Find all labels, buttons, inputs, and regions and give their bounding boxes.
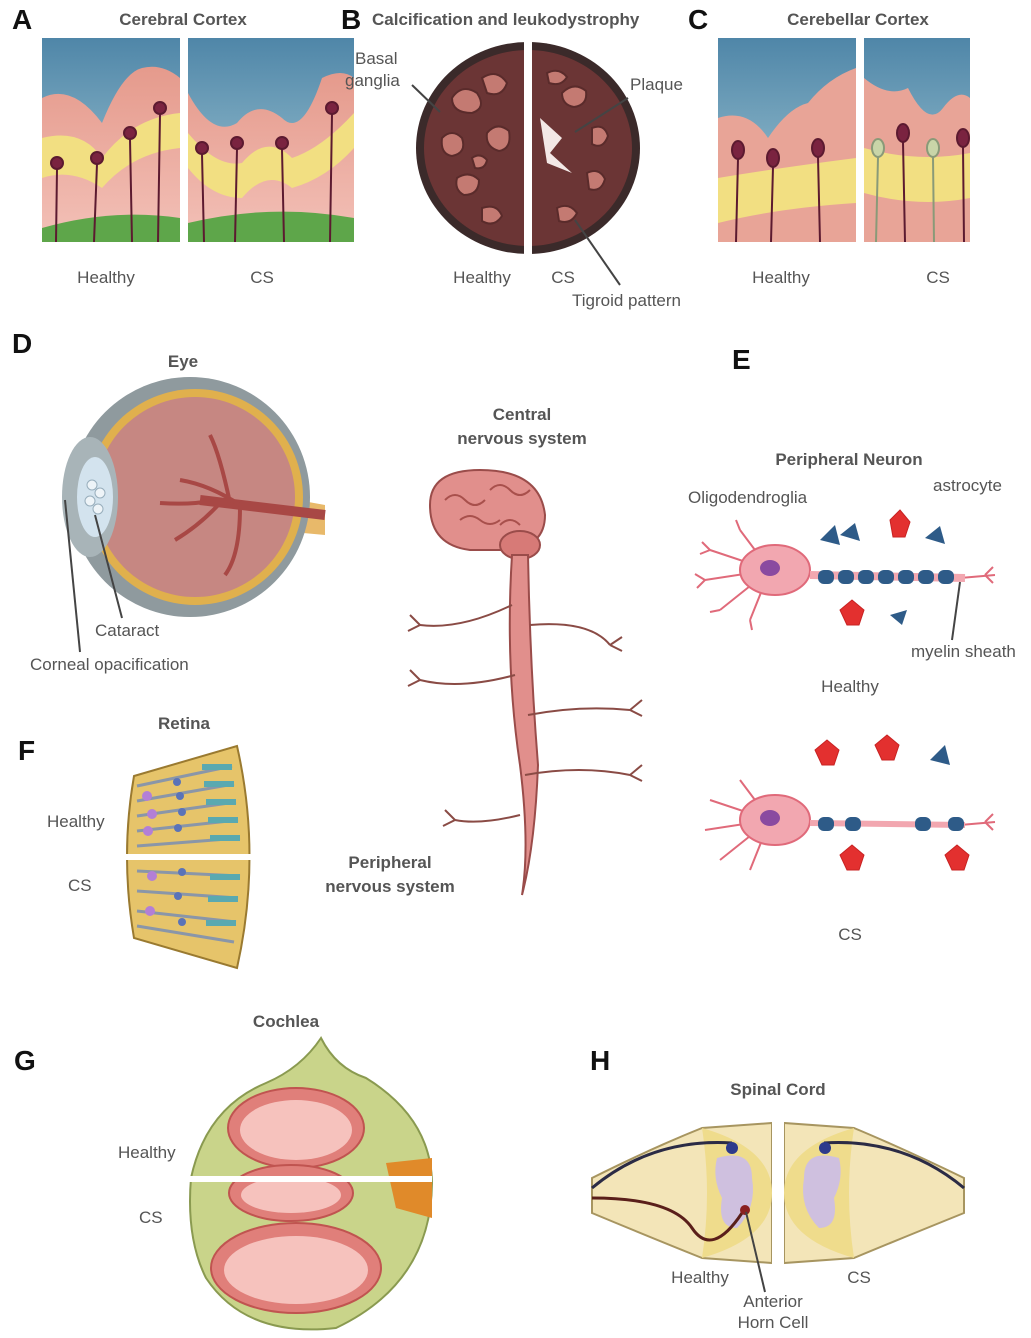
- spinal-callout-line: [0, 0, 1031, 1335]
